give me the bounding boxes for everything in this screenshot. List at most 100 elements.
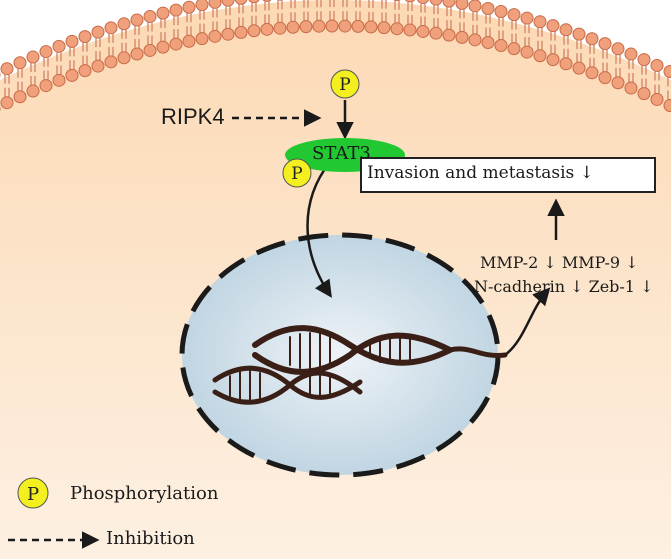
lipid-head	[39, 45, 53, 59]
lipid-head	[260, 22, 274, 36]
lipid-head	[377, 21, 391, 35]
lipid-tail	[537, 27, 543, 50]
lipid-head	[221, 27, 235, 41]
lipid-head	[507, 8, 521, 22]
lipid-tail	[576, 40, 582, 63]
lipid-head	[351, 19, 365, 33]
lipid-head	[13, 56, 27, 70]
lipid-tail	[459, 9, 465, 32]
lipid-tail	[355, 0, 361, 21]
lipid-tail	[199, 10, 205, 33]
lipid-head	[481, 2, 495, 16]
lipid-head	[143, 43, 157, 57]
lipid-tail	[69, 47, 75, 70]
lipid-head	[455, 30, 469, 44]
lipid-tail	[654, 71, 660, 94]
lipid-head	[104, 21, 118, 35]
lipid-head	[130, 13, 144, 27]
lipid-tail	[264, 1, 270, 24]
phosphate-top-icon: P	[330, 69, 360, 99]
lipid-head	[143, 9, 157, 23]
lipid-head	[273, 21, 287, 35]
lipid-tail	[667, 77, 669, 100]
dna-to-targets-arrow	[504, 287, 551, 356]
lipid-tail	[394, 0, 400, 23]
invasion-label: Invasion and metastasis ↓	[367, 163, 594, 183]
lipid-head	[417, 0, 429, 4]
lipid-head	[585, 32, 599, 46]
lipid-head	[78, 30, 92, 44]
cell-membrane	[0, 0, 671, 113]
lipid-head	[468, 33, 482, 47]
lipid-tail	[95, 38, 101, 61]
lipid-tail	[56, 52, 62, 75]
lipid-head	[169, 37, 183, 51]
svg-text:P: P	[339, 75, 350, 95]
lipid-head	[442, 28, 456, 42]
lipid-tail	[472, 11, 478, 34]
lipid-head	[208, 29, 222, 43]
lipid-head	[429, 0, 443, 6]
lipid-tail	[251, 2, 257, 25]
lipid-head	[611, 76, 625, 90]
lipid-head	[26, 84, 40, 98]
lipid-tail	[303, 0, 309, 21]
lipid-head	[247, 24, 261, 38]
lipid-head	[91, 25, 105, 39]
lipid-tail	[420, 3, 426, 26]
lipid-head	[195, 0, 209, 12]
lipid-head	[234, 25, 248, 39]
lipid-head	[611, 42, 625, 56]
lipid-head	[494, 38, 508, 52]
stat3-to-nucleus-arrow	[306, 161, 332, 298]
stat3-label: STAT3	[312, 143, 371, 164]
lipid-head	[117, 17, 131, 31]
legend-phospho-icon: P	[17, 477, 49, 509]
lipid-head	[117, 51, 131, 65]
svg-text:P: P	[27, 484, 39, 505]
lipid-head	[91, 59, 105, 73]
lipid-head	[442, 0, 456, 8]
lipid-tail	[186, 13, 192, 36]
lipid-head	[663, 65, 671, 79]
lipid-tail	[498, 17, 504, 40]
lipid-tail	[316, 0, 322, 21]
lipid-head	[585, 66, 599, 80]
lipid-head	[572, 27, 586, 41]
lipid-tail	[342, 0, 348, 21]
lipid-tail	[433, 5, 439, 28]
legend-inhibition-label: Inhibition	[106, 528, 195, 549]
dna-helix-icon	[212, 325, 508, 405]
lipid-head	[663, 99, 671, 113]
lipid-head	[404, 0, 416, 3]
lipid-tail	[238, 4, 244, 27]
lipid-tail	[17, 68, 23, 91]
lipid-tail	[30, 63, 36, 86]
lipid-tail	[173, 16, 179, 39]
lipid-head	[637, 87, 651, 101]
lipid-head	[262, 0, 272, 2]
lipid-head	[248, 0, 260, 4]
lipid-head	[429, 26, 443, 40]
lipid-head	[520, 45, 534, 59]
lipid-head	[65, 34, 79, 48]
lipid-head	[624, 81, 638, 95]
lipid-head	[0, 62, 14, 76]
lipid-head	[169, 3, 183, 17]
lipid-head	[221, 0, 235, 7]
lipid-head	[312, 19, 326, 33]
lipid-tail	[212, 8, 218, 31]
lipid-head	[182, 34, 196, 48]
lipid-head	[13, 90, 27, 104]
lipid-head	[468, 0, 482, 13]
lipid-tail	[4, 74, 10, 97]
lipid-head	[364, 20, 378, 34]
lipid-tail	[485, 14, 491, 37]
lipid-tail	[446, 7, 452, 30]
lipid-tail	[615, 54, 621, 77]
lipid-head	[52, 39, 66, 53]
lipid-head	[325, 19, 339, 33]
lipid-head	[338, 19, 352, 33]
lipid-tail	[511, 20, 517, 43]
